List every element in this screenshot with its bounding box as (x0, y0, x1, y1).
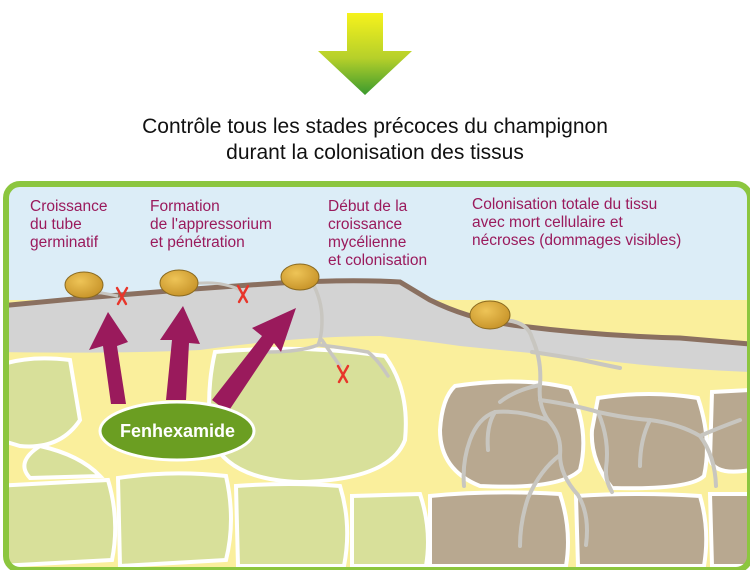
mycelium-network (461, 318, 742, 548)
block-markers (115, 284, 350, 384)
headline-line-1: Contrôle tous les stades précoces du cha… (142, 115, 608, 138)
action-arrow-icon (160, 306, 200, 400)
spore-stage-2 (159, 269, 199, 297)
fungicide-label: Fenhexamide (119, 420, 236, 441)
action-arrow-icon (89, 312, 128, 404)
fungicide-action-arrows (89, 306, 296, 412)
fungal-growth (64, 263, 742, 548)
block-cross-icon (115, 286, 129, 306)
block-cross-icon (336, 364, 350, 384)
action-arrow-icon (212, 308, 296, 412)
spore-stage-4 (469, 300, 511, 330)
headline-line-2: durant la colonisation des tissus (226, 141, 524, 164)
down-arrow-icon (318, 13, 412, 95)
spore-stage-1 (64, 271, 104, 299)
stage-label-germ-tube: Croissance du tube germinatif (30, 198, 108, 251)
fungicide-ellipse (98, 400, 256, 462)
stage-label-total-colonisation: Colonisation totale du tissu avec mort c… (472, 196, 682, 249)
healthy-cells (6, 346, 430, 569)
spore-stage-3 (280, 263, 320, 291)
stage-label-appressorium: Formation de l'appressorium et pénétrati… (150, 198, 272, 251)
hypha-stage-3 (266, 280, 390, 378)
plant-surface-line (6, 278, 750, 347)
block-cross-icon (236, 284, 250, 304)
stage-label-mycelium-start: Début de la croissance mycélienne et col… (328, 198, 428, 269)
